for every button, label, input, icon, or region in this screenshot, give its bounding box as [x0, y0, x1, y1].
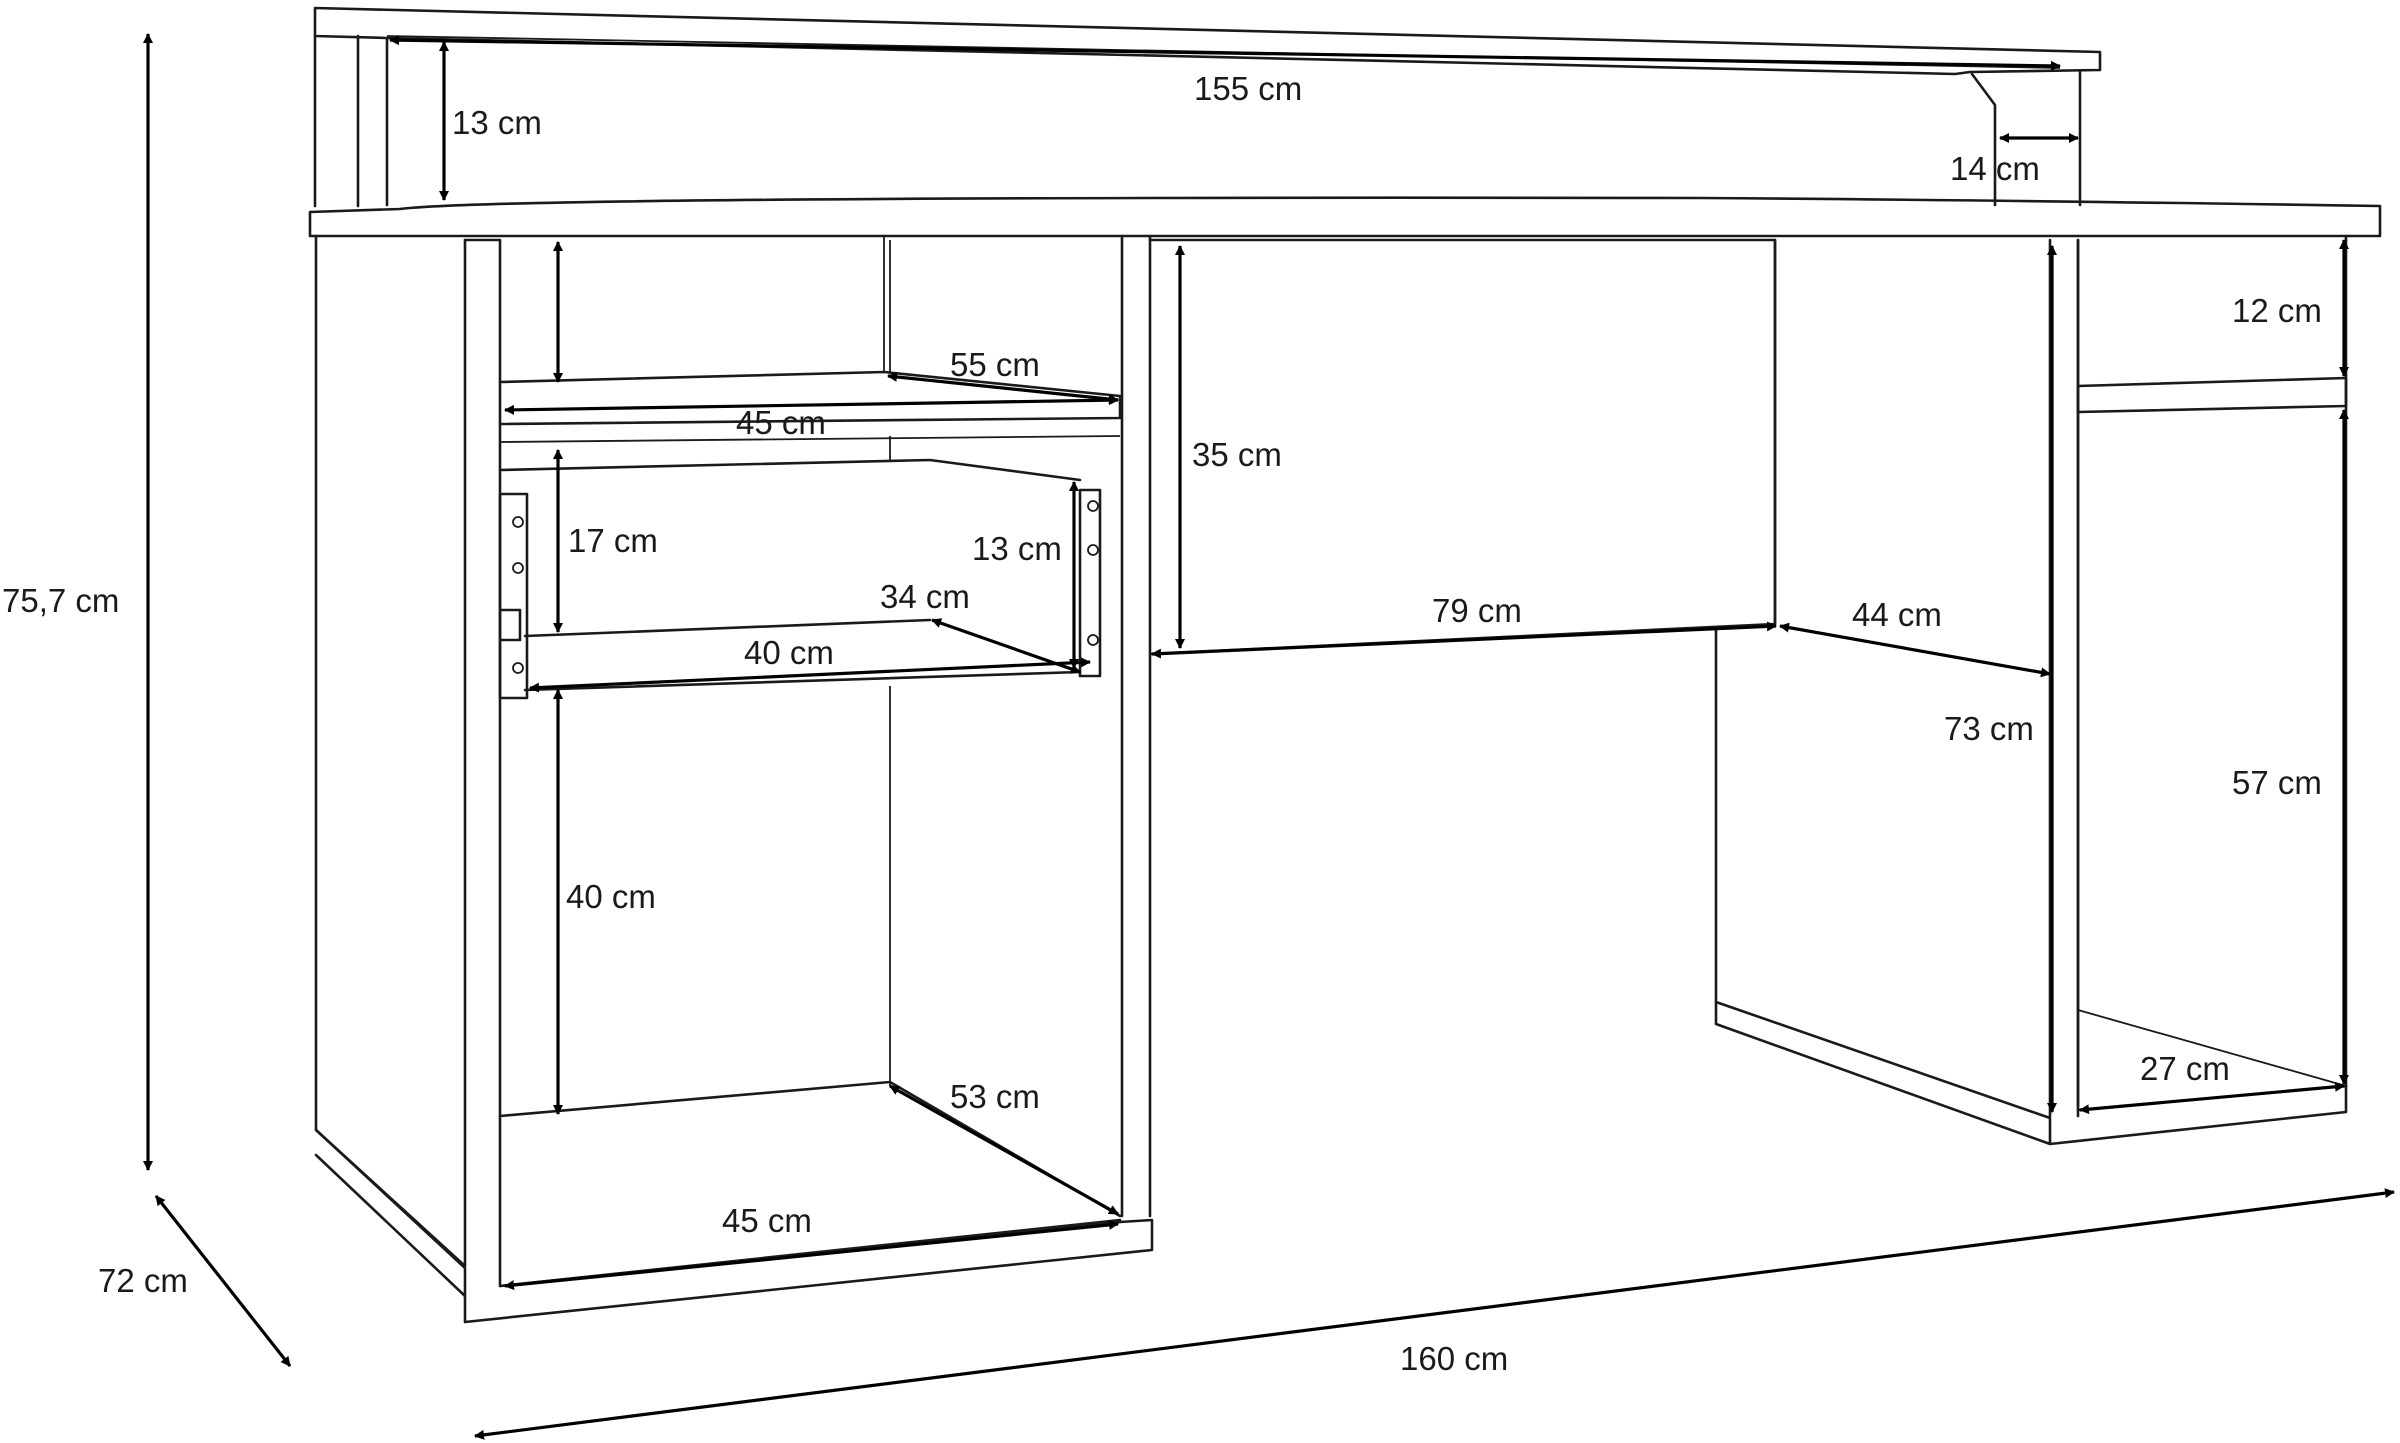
label-top-compartment-depth: 55 cm — [950, 346, 1040, 383]
arrow-lower-compartment-depth — [889, 1084, 1119, 1216]
right-lower-floor — [2077, 1009, 2347, 1087]
drawer-screw — [512, 562, 524, 574]
label-pc-depth: 44 cm — [1852, 596, 1942, 633]
label-lower-compartment-width: 45 cm — [722, 1202, 812, 1239]
arrow-right-width — [2079, 1081, 2345, 1115]
top-shelf-board — [313, 6, 2102, 76]
desktop-board — [308, 196, 2382, 238]
arrow-top-compartment-width — [504, 395, 1119, 415]
left-upper-shelf — [498, 370, 1122, 426]
left-pedestal-left-panel — [314, 234, 467, 1268]
left-pedestal-right-panel — [1120, 234, 1152, 1218]
label-drawer-inner-height: 13 cm — [972, 530, 1062, 567]
arrow-depth — [154, 1195, 292, 1367]
drawer-screw — [512, 516, 524, 528]
right-pedestal-plinth — [1714, 1000, 2348, 1146]
label-drawer-depth: 34 cm — [880, 578, 970, 615]
dimension-labels: 75,7 cm 72 cm 160 cm 155 cm 13 cm 14 cm … — [2, 70, 2322, 1377]
label-total-height: 75,7 cm — [2, 582, 119, 619]
label-drawer-height: 17 cm — [568, 522, 658, 559]
top-shelf-left-leg — [313, 34, 389, 208]
right-pedestal-front-panel — [2048, 238, 2080, 1118]
arrow-drawer-width — [529, 657, 1091, 693]
drawer-front-left — [498, 492, 529, 700]
left-upper-shelf-back — [499, 435, 1121, 443]
label-shelf-width: 155 cm — [1194, 70, 1302, 107]
label-drawer-width: 40 cm — [744, 634, 834, 671]
dimension-arrows — [143, 33, 2395, 1440]
label-shelf-depth: 14 cm — [1950, 150, 2040, 187]
arrow-knee-width — [1151, 621, 1777, 659]
left-pedestal-divider — [883, 236, 891, 372]
arrow-pc-depth — [1779, 622, 2051, 678]
left-pedestal-front-panel — [463, 238, 502, 1286]
label-top-compartment-width: 45 cm — [736, 404, 826, 441]
left-pedestal-bottom-back — [314, 1153, 1122, 1298]
arrow-lower-compartment-width — [504, 1219, 1119, 1291]
label-knee-height: 35 cm — [1192, 436, 1282, 473]
label-lower-compartment-depth: 53 cm — [950, 1078, 1040, 1115]
drawer-top — [498, 458, 1082, 482]
arrow-width — [474, 1188, 2395, 1440]
label-knee-width: 79 cm — [1432, 592, 1522, 629]
drawer-front-right — [1078, 488, 1102, 678]
drawer-screw — [512, 662, 524, 674]
label-depth: 72 cm — [98, 1262, 188, 1299]
label-pc-height: 73 cm — [1944, 710, 2034, 747]
label-shelf-height: 13 cm — [452, 104, 542, 141]
label-right-lower-height: 57 cm — [2232, 764, 2322, 801]
drawer-screw — [1087, 500, 1099, 512]
top-shelf-right-leg — [1970, 70, 2082, 207]
label-right-width: 27 cm — [2140, 1050, 2230, 1087]
label-width: 160 cm — [1400, 1340, 1508, 1377]
drawer-screw — [1087, 634, 1099, 646]
arrow-shelf-width — [389, 35, 2061, 71]
right-top-shelf — [2076, 376, 2348, 414]
label-lower-compartment-height: 40 cm — [566, 878, 656, 915]
label-right-top-height: 12 cm — [2232, 292, 2322, 329]
right-pedestal-outer-panel — [2076, 234, 2348, 1118]
drawer-screw — [1087, 544, 1099, 556]
desk-outline — [308, 6, 2382, 1324]
